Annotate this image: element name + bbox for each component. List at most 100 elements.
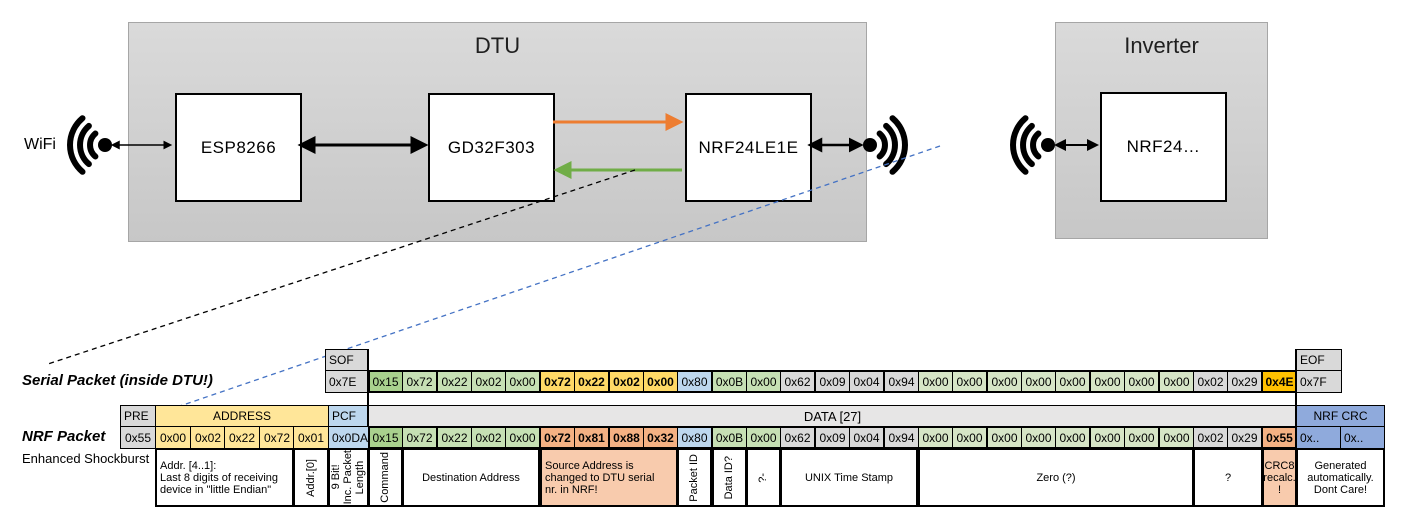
- annotation-cell: CRC8 recalc. !: [1262, 448, 1297, 507]
- pcf-header: PCF: [328, 405, 369, 427]
- serial-byte-cell: 0x15: [368, 370, 403, 393]
- serial-byte-cell: 0x00: [1055, 370, 1090, 393]
- serial-byte-cell: 0x00: [505, 370, 540, 393]
- nrf-byte-cell: 0x88: [609, 426, 644, 449]
- serial-byte-cell: 0x00: [952, 370, 987, 393]
- nrf-byte-cell: 0x00: [1124, 426, 1159, 449]
- wifi-label: WiFi: [24, 136, 56, 153]
- serial-byte-cell: 0x02: [471, 370, 506, 393]
- nrf-byte-cell: 0x81: [574, 426, 609, 449]
- nrf-crc-value: 0x..: [1340, 426, 1385, 449]
- address-byte-cell: 0x01: [293, 426, 329, 449]
- rotated-text: Addr.[0]: [304, 458, 317, 497]
- nrf-byte-cell: 0x00: [1021, 426, 1056, 449]
- serial-byte-cell: 0x22: [574, 370, 609, 393]
- address-byte-cell: 0x00: [155, 426, 191, 449]
- chip-nrf24-inverter: NRF24…: [1100, 92, 1227, 202]
- nrf-byte-cell: 0x62: [780, 426, 815, 449]
- serial-byte-cell: 0x62: [780, 370, 815, 393]
- nrf-byte-cell: 0x72: [540, 426, 575, 449]
- nrf-byte-cell: 0x00: [1159, 426, 1194, 449]
- nrf-byte-cell: 0x80: [677, 426, 712, 449]
- eof-header: EOF: [1296, 349, 1342, 371]
- nrf-byte-cell: 0x00: [1090, 426, 1125, 449]
- address-header: ADDRESS: [155, 405, 329, 427]
- annotation-cell: UNIX Time Stamp: [780, 448, 918, 507]
- annotation-cell: 9 Bit! Inc. Packet Length: [328, 448, 369, 507]
- serial-byte-cell: 0x00: [1090, 370, 1125, 393]
- pcf-value: 0x0DA: [328, 426, 369, 449]
- nrf-crc-header: NRF CRC: [1296, 405, 1385, 427]
- annotation-cell: Source Address is changed to DTU serial …: [540, 448, 678, 507]
- serial-byte-cell: 0x4E: [1262, 370, 1297, 393]
- nrf-byte-cell: 0x00: [918, 426, 953, 449]
- rotated-text: Packet ID: [688, 453, 701, 502]
- annotation-cell: Zero (?): [918, 448, 1194, 507]
- annotation-cell: Addr. [4..1]: Last 8 digits of receiving…: [155, 448, 294, 507]
- serial-byte-cell: 0x22: [437, 370, 472, 393]
- serial-byte-cell: 0x00: [918, 370, 953, 393]
- address-byte-cell: 0x02: [190, 426, 226, 449]
- serial-byte-cell: 0x0B: [712, 370, 747, 393]
- annotation-cell: Addr.[0]: [293, 448, 329, 507]
- chip-nrf24-inverter-label: NRF24…: [1126, 137, 1201, 156]
- serial-byte-cell: 0x00: [746, 370, 781, 393]
- nrf-byte-cell: 0x00: [952, 426, 987, 449]
- serial-byte-cell: 0x02: [1193, 370, 1228, 393]
- serial-byte-cell: 0x00: [1124, 370, 1159, 393]
- data-alignment-connector-line: [367, 349, 369, 426]
- nrf-byte-cell: 0x02: [1193, 426, 1228, 449]
- address-byte-cell: 0x22: [224, 426, 260, 449]
- sof-header: SOF: [325, 349, 369, 371]
- serial-byte-cell: 0x02: [609, 370, 644, 393]
- rotated-text: 9 Bit! Inc. Packet Length: [330, 450, 367, 505]
- data-alignment-connector-line: [1295, 349, 1297, 426]
- nrf-byte-cell: 0x00: [1055, 426, 1090, 449]
- annotation-cell: Command: [368, 448, 403, 507]
- inverter-title: Inverter: [1124, 33, 1199, 58]
- serial-byte-cell: 0x04: [849, 370, 884, 393]
- nrf-crc-value: 0x..: [1296, 426, 1341, 449]
- serial-packet-label: Serial Packet (inside DTU!): [22, 372, 213, 389]
- nrf-byte-cell: 0x22: [437, 426, 472, 449]
- nrf-packet-label: NRF Packet: [22, 428, 106, 445]
- serial-byte-cell: 0x00: [643, 370, 678, 393]
- sof-value: 0x7E: [325, 370, 369, 393]
- address-byte-cell: 0x72: [259, 426, 295, 449]
- annotation-cell: ?-: [746, 448, 781, 507]
- rotated-text: ?-: [757, 472, 770, 483]
- nrf-byte-cell: 0x29: [1227, 426, 1262, 449]
- eof-value: 0x7F: [1296, 370, 1342, 393]
- nrf-byte-cell: 0x00: [505, 426, 540, 449]
- dtu-title: DTU: [474, 33, 521, 58]
- nrf-byte-cell: 0x00: [987, 426, 1022, 449]
- serial-byte-cell: 0x94: [884, 370, 919, 393]
- nrf-byte-cell: 0x0B: [712, 426, 747, 449]
- nrf-byte-cell: 0x72: [402, 426, 437, 449]
- nrf-byte-cell: 0x32: [643, 426, 678, 449]
- serial-byte-cell: 0x09: [815, 370, 850, 393]
- serial-byte-cell: 0x00: [1021, 370, 1056, 393]
- serial-byte-cell: 0x29: [1227, 370, 1262, 393]
- nrf-byte-cell: 0x02: [471, 426, 506, 449]
- nrf-byte-cell: 0x15: [368, 426, 403, 449]
- serial-byte-cell: 0x00: [1159, 370, 1194, 393]
- enhanced-shockburst-label: Enhanced Shockburst: [22, 451, 150, 466]
- nrf-byte-cell: 0x09: [815, 426, 850, 449]
- rotated-text: Command: [379, 452, 392, 503]
- nrf-byte-cell: 0x94: [884, 426, 919, 449]
- pre-value: 0x55: [120, 426, 156, 449]
- pre-header: PRE: [120, 405, 156, 427]
- annotation-cell: ?: [1193, 448, 1263, 507]
- rotated-text: Data ID?: [723, 455, 736, 500]
- annotation-cell: Destination Address: [402, 448, 540, 507]
- data-header: DATA [27]: [368, 405, 1297, 427]
- serial-byte-cell: 0x00: [987, 370, 1022, 393]
- annotation-cell: Generated automatically. Dont Care!: [1296, 448, 1385, 507]
- annotation-cell: Packet ID: [677, 448, 712, 507]
- nrf-byte-cell: 0x00: [746, 426, 781, 449]
- serial-byte-cell: 0x72: [402, 370, 437, 393]
- serial-byte-cell: 0x72: [540, 370, 575, 393]
